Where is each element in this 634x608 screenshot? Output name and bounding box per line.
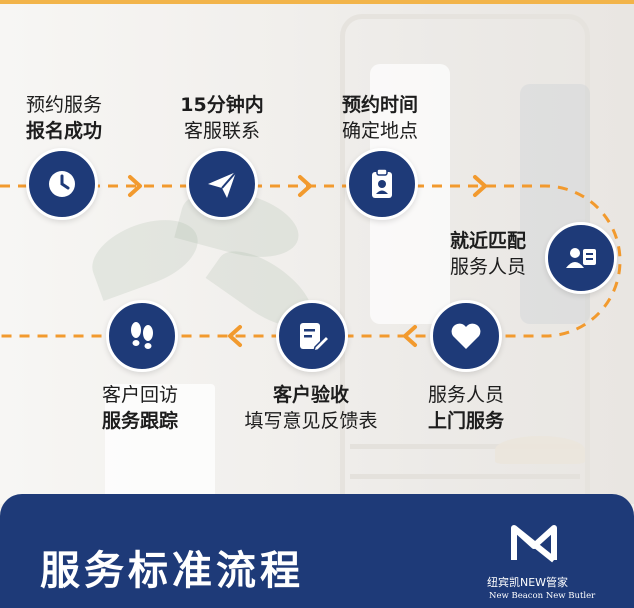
brand-name-cn: 纽宾凯NEW管家 [487, 576, 569, 589]
background-photo [0, 4, 634, 504]
footprints-icon [131, 322, 153, 349]
step-2-label: 15分钟内 客服联系 [172, 92, 272, 144]
step-3-line1: 预约时间 [341, 94, 418, 116]
step-7-line2: 服务跟踪 [101, 410, 178, 432]
document-pen-icon [300, 323, 329, 353]
clock-icon [49, 171, 75, 197]
step-1-line1: 预约服务 [25, 94, 102, 116]
step-7-line1: 客户回访 [101, 384, 178, 406]
step-2-line1: 15分钟内 [180, 94, 264, 116]
step-1-label: 预约服务 报名成功 [14, 92, 114, 144]
step-6-label: 客户验收 填写意见反馈表 [236, 382, 386, 434]
step-4-label: 就近匹配 服务人员 [438, 228, 538, 280]
arrow-right-icon [298, 175, 312, 197]
step-5-line2: 上门服务 [427, 410, 504, 432]
brand-logo-icon [511, 525, 557, 563]
step-5-label: 服务人员 上门服务 [416, 382, 516, 434]
paper-plane-icon [208, 171, 237, 198]
step-6-node [276, 300, 348, 372]
step-2-line2: 客服联系 [183, 120, 260, 142]
arrow-left-icon [228, 325, 242, 347]
step-5-line1: 服务人员 [427, 384, 504, 406]
process-flow-path [0, 175, 622, 347]
staff-card-icon [566, 248, 596, 268]
step-1-line2: 报名成功 [25, 120, 102, 142]
brand-name-en: New Beacon New Butler [489, 591, 596, 601]
step-7-node [106, 300, 178, 372]
bottom-banner [0, 494, 634, 608]
step-5-node [430, 300, 502, 372]
step-4-node [545, 222, 617, 294]
step-1-node [26, 148, 98, 220]
arrow-right-icon [128, 175, 142, 197]
plant-pot [105, 384, 215, 504]
step-7-label: 客户回访 服务跟踪 [90, 382, 190, 434]
step-4-line2: 服务人员 [449, 256, 526, 278]
arrow-right-icon [473, 175, 487, 197]
arrow-left-icon [403, 325, 417, 347]
step-6-line1: 客户验收 [272, 384, 349, 406]
step-2-node [186, 148, 258, 220]
step-4-line1: 就近匹配 [449, 230, 526, 252]
step-6-line2: 填写意见反馈表 [244, 410, 378, 432]
rack-shelf [350, 444, 580, 449]
page-title: 服务标准流程 [40, 548, 304, 594]
step-3-line2: 确定地点 [341, 120, 418, 142]
top-border [0, 0, 634, 4]
hat [495, 436, 585, 464]
heart-icon [451, 323, 481, 349]
step-3-label: 预约时间 确定地点 [330, 92, 430, 144]
rack-shelf [350, 474, 580, 479]
step-3-node [346, 148, 418, 220]
clipboard-icon [372, 168, 392, 198]
